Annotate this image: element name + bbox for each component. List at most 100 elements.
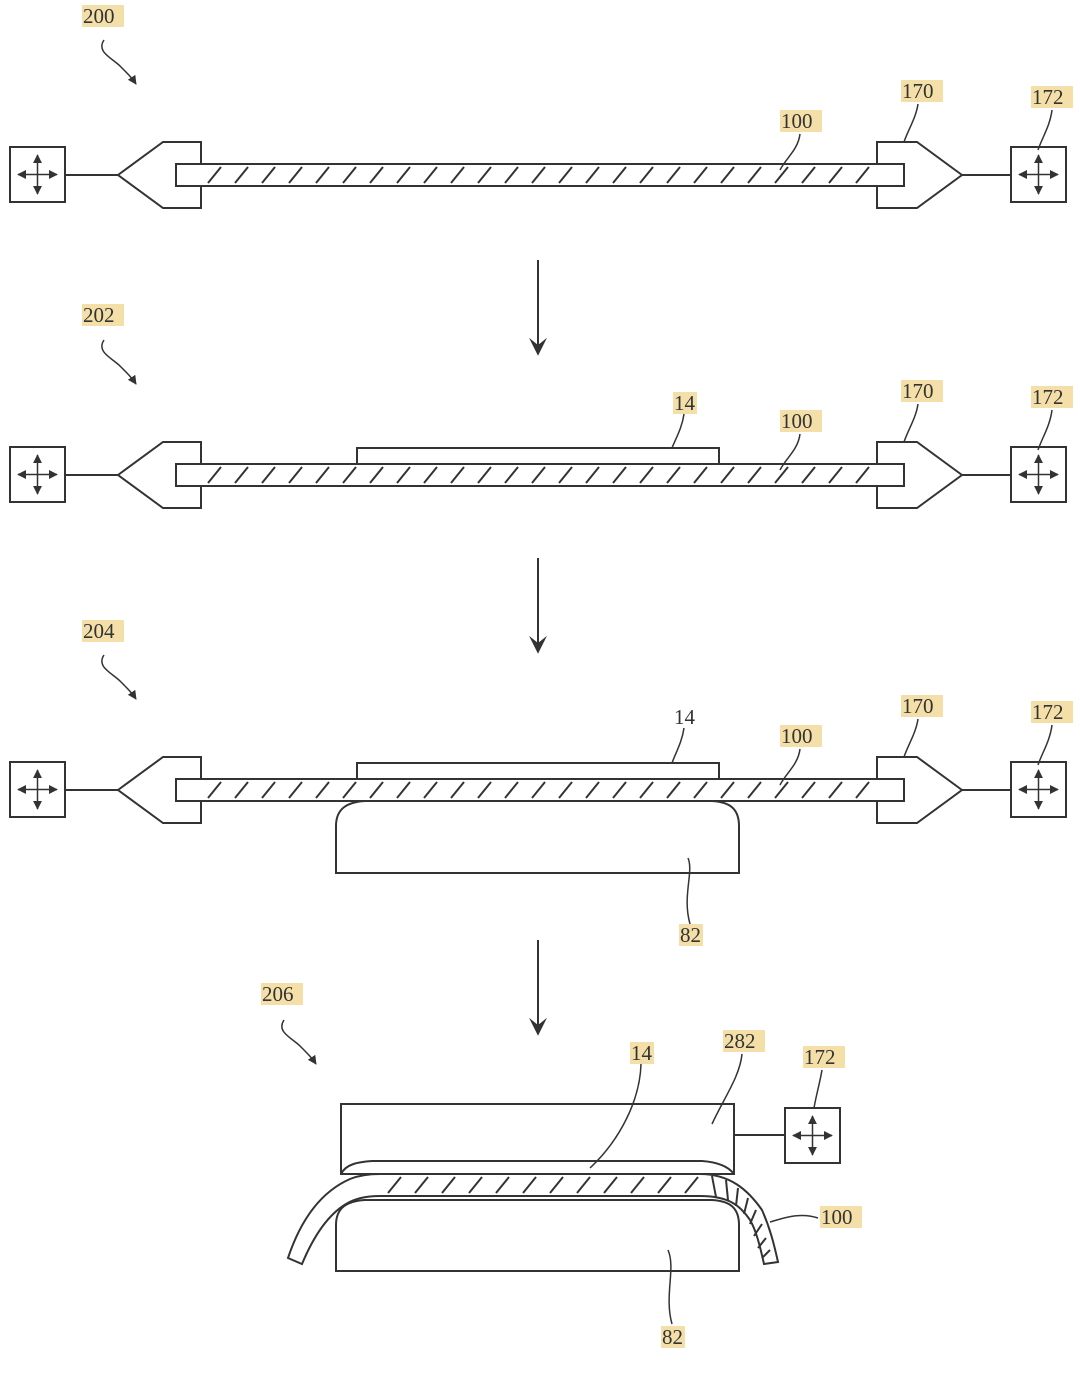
hatch-line — [585, 781, 600, 799]
label-172: 172 — [1032, 85, 1064, 109]
actuator-left — [9, 146, 66, 203]
hatch-line — [468, 1176, 483, 1194]
move-icon — [1018, 769, 1059, 810]
hatch-line — [612, 466, 627, 484]
hatch-line — [558, 781, 573, 799]
hatch-line — [666, 466, 681, 484]
hatch-line — [522, 1176, 537, 1194]
actuator-right — [1010, 761, 1067, 818]
hatch-line — [288, 466, 303, 484]
hatch-line — [234, 166, 249, 184]
hatch-line — [450, 466, 465, 484]
label-14: 14 — [674, 391, 696, 415]
hatch-line — [207, 166, 222, 184]
hatch-line — [396, 466, 411, 484]
label-172: 172 — [804, 1045, 836, 1069]
stage-204: 204 14 100 — [9, 619, 1073, 947]
leader-172 — [1037, 109, 1053, 151]
hatch-line — [315, 466, 330, 484]
leader-170 — [903, 103, 919, 143]
leader-202 — [101, 339, 137, 385]
film-100 — [175, 163, 905, 187]
hatch-line — [743, 1197, 749, 1215]
hatch-line — [396, 166, 411, 184]
hatch-line — [828, 466, 843, 484]
hatch-line — [855, 166, 870, 184]
hatch-line — [369, 166, 384, 184]
hatch-line — [757, 1237, 767, 1249]
stage-202: 202 14 100 — [9, 303, 1073, 509]
hatch-line — [801, 781, 816, 799]
leader-100 — [779, 133, 801, 171]
label-14: 14 — [674, 705, 696, 729]
actuator-left — [9, 761, 66, 818]
hatch-line — [666, 781, 681, 799]
hatch-line — [342, 781, 357, 799]
hatch-line — [477, 781, 492, 799]
leader-204 — [101, 654, 137, 700]
hatch-line — [666, 166, 681, 184]
hatch-line — [396, 781, 411, 799]
hatch-line — [720, 466, 735, 484]
hatch-line — [684, 1176, 699, 1194]
leader-100 — [779, 748, 801, 786]
hatch-line — [234, 466, 249, 484]
move-icon — [792, 1115, 833, 1156]
hatch-line — [576, 1176, 591, 1194]
leader-14 — [671, 413, 685, 449]
hatch-line — [828, 166, 843, 184]
hatch-line — [387, 1176, 402, 1194]
hatch-line — [261, 781, 276, 799]
label-172: 172 — [1032, 700, 1064, 724]
label-82: 82 — [662, 1325, 683, 1349]
leader-172 — [813, 1069, 823, 1109]
hatch-line — [603, 1176, 618, 1194]
upper-mold-282 — [340, 1103, 735, 1175]
hatch-line — [753, 1223, 763, 1237]
hatch-line — [450, 166, 465, 184]
gripper-right — [876, 756, 964, 824]
film-100 — [175, 778, 905, 802]
hatch-line — [495, 1176, 510, 1194]
label-100: 100 — [821, 1205, 853, 1229]
label-14: 14 — [631, 1041, 653, 1065]
hatch-line — [735, 1187, 739, 1207]
hatch-line — [531, 166, 546, 184]
label-100: 100 — [781, 109, 813, 133]
leader-206 — [281, 1019, 317, 1065]
hatch-line — [234, 781, 249, 799]
label-202: 202 — [83, 303, 115, 327]
hatch-line — [657, 1176, 672, 1194]
actuator-right — [1010, 446, 1067, 503]
hatch-line — [612, 781, 627, 799]
hatch-line — [749, 1209, 757, 1225]
hatch-line — [774, 781, 789, 799]
hatch-line — [585, 466, 600, 484]
hatch-line — [855, 466, 870, 484]
hatch-line — [288, 781, 303, 799]
hatch-line — [549, 1176, 564, 1194]
label-172: 172 — [1032, 385, 1064, 409]
leader-170 — [903, 403, 919, 443]
stage-200: 200 100 170 — [9, 4, 1073, 209]
hatch-line — [720, 781, 735, 799]
cover-14 — [356, 447, 720, 465]
move-icon — [1018, 154, 1059, 195]
hatch-line — [414, 1176, 429, 1194]
move-icon — [17, 154, 58, 195]
hatch-line — [288, 166, 303, 184]
gripper-right — [876, 141, 964, 209]
move-icon — [1018, 454, 1059, 495]
hatch-line — [369, 781, 384, 799]
hatch-line — [477, 166, 492, 184]
leader-282 — [711, 1053, 743, 1125]
hatch-line — [747, 781, 762, 799]
hatch-line — [801, 166, 816, 184]
hatch-line — [342, 166, 357, 184]
lower-mold-82 — [335, 1199, 740, 1272]
leader-82 — [686, 857, 691, 925]
move-icon — [17, 454, 58, 495]
leader-14 — [589, 1063, 642, 1169]
hatch-line — [855, 781, 870, 799]
hatch-line — [450, 781, 465, 799]
